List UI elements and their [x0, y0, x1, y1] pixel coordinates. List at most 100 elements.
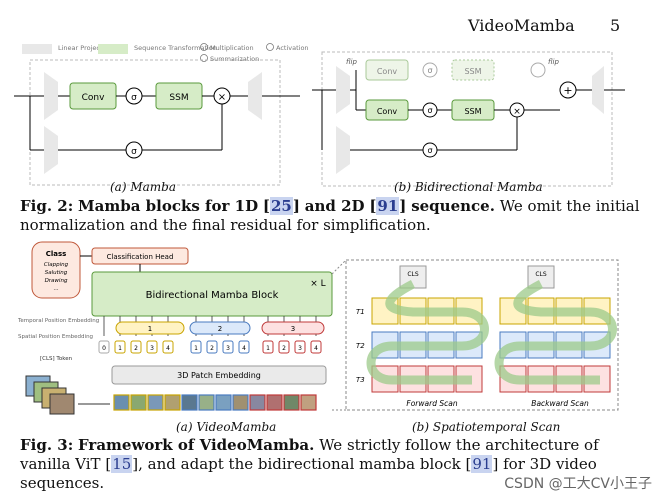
svg-text:Forward Scan: Forward Scan: [406, 399, 457, 408]
token-label: 1: [266, 345, 270, 352]
svg-text:T3: T3: [356, 376, 365, 384]
svg-text:× L: × L: [310, 279, 325, 289]
svg-text:Conv: Conv: [82, 93, 105, 103]
svg-text:×: ×: [513, 107, 521, 117]
svg-text:σ: σ: [427, 66, 432, 75]
token-label: 3: [226, 345, 230, 352]
svg-text:1: 1: [148, 325, 152, 333]
token: [190, 340, 202, 354]
legend-sum-text: Summarization: [210, 55, 259, 63]
legend-sum-icon: [200, 54, 208, 62]
token-label: 3: [298, 345, 302, 352]
svg-text:SSM: SSM: [169, 93, 188, 103]
token-label: 0: [102, 345, 106, 352]
legend-linear-text: Linear Projection: [58, 44, 112, 52]
legend-mult-text: Multiplication: [210, 44, 254, 52]
ref-link[interactable]: 91: [376, 197, 400, 215]
svg-text:Conv: Conv: [377, 107, 398, 116]
svg-text:σ: σ: [427, 106, 432, 115]
video-patch: [215, 394, 232, 411]
svg-text:2: 2: [218, 325, 222, 333]
token: [98, 340, 110, 354]
running-title: VideoMamba: [468, 16, 575, 35]
figure-2: Linear Projection Sequence Transformatio…: [0, 38, 660, 198]
page-number: 5: [610, 16, 621, 35]
token: [262, 340, 274, 354]
token-label: 2: [210, 345, 214, 352]
svg-text:T1: T1: [356, 308, 365, 316]
mamba-in-proj: [44, 72, 58, 120]
svg-text:×: ×: [218, 92, 226, 103]
svg-text:+: +: [563, 84, 572, 97]
video-patch: [249, 394, 266, 411]
svg-text:flip: flip: [548, 58, 559, 66]
svg-text:σ: σ: [131, 147, 137, 157]
legend-linear-swatch: [22, 44, 52, 54]
token-label: 3: [150, 345, 154, 352]
token: [146, 340, 158, 354]
svg-text:σ: σ: [427, 146, 432, 155]
token: [294, 340, 306, 354]
video-patch: [181, 394, 198, 411]
svg-text:Temporal Position Embedding: Temporal Position Embedding: [17, 318, 99, 324]
token-label: 4: [166, 345, 170, 352]
token: [238, 340, 250, 354]
ref-link[interactable]: 91: [471, 455, 493, 473]
svg-text:Drawing: Drawing: [45, 278, 68, 284]
svg-text:3D Patch Embedding: 3D Patch Embedding: [177, 371, 261, 380]
svg-text:Conv: Conv: [377, 67, 398, 76]
token: [206, 340, 218, 354]
token: [162, 340, 174, 354]
svg-text:...: ...: [53, 286, 58, 292]
token-label: 1: [194, 345, 198, 352]
video-patch: [113, 394, 130, 411]
svg-text:Saluting: Saluting: [45, 270, 68, 276]
legend-seq-text: Sequence Transformation: [134, 44, 217, 52]
scan-cls-label: CLS: [535, 271, 547, 278]
fig2-sub-b: (b) Bidirectional Mamba: [394, 180, 543, 194]
svg-text:Spatial Position Embedding: Spatial Position Embedding: [18, 334, 93, 340]
svg-text:σ: σ: [131, 93, 137, 103]
video-patch: [130, 394, 147, 411]
video-patch: [198, 394, 215, 411]
svg-text:Class: Class: [46, 250, 67, 258]
token-label: 4: [242, 345, 246, 352]
watermark: CSDN @工大CV小王子: [504, 476, 652, 492]
ref-link[interactable]: 15: [111, 455, 133, 473]
patch-embedding: [111, 365, 327, 385]
fig2-sub-a: (a) Mamba: [110, 180, 176, 194]
video-patch: [300, 394, 317, 411]
svg-text:flip: flip: [346, 58, 357, 66]
class-output: [31, 241, 81, 299]
mamba-frame: [29, 59, 281, 186]
fig3-caption: Fig. 3: Framework of VideoMamba. We stri…: [20, 436, 599, 492]
video-patch: [164, 394, 181, 411]
scan-path: [366, 280, 489, 385]
fig2-caption: Fig. 2: Mamba blocks for 1D [25] and 2D …: [20, 197, 640, 234]
svg-text:Classification Head: Classification Head: [107, 253, 174, 261]
scan-frame: [345, 259, 619, 411]
svg-text:Backward Scan: Backward Scan: [531, 399, 589, 408]
video-patch: [266, 394, 283, 411]
ref-link[interactable]: 25: [269, 197, 293, 215]
token-label: 2: [282, 345, 286, 352]
svg-text:[CLS] Token: [CLS] Token: [40, 356, 73, 362]
fig3-sub-b: (b) Spatiotemporal Scan: [412, 420, 561, 434]
token-label: 2: [134, 345, 138, 352]
mamba-out-proj: [248, 72, 262, 120]
video-patch: [232, 394, 249, 411]
token: [278, 340, 290, 354]
legend-act-icon: [266, 43, 274, 51]
svg-text:SSM: SSM: [464, 67, 481, 76]
legend-act-text: Activation: [276, 44, 309, 52]
scan-cls-label: CLS: [407, 271, 419, 278]
legend-mult-icon: [200, 43, 208, 51]
token-label: 4: [314, 345, 318, 352]
svg-text:Clapping: Clapping: [44, 262, 69, 268]
svg-text:T2: T2: [356, 342, 365, 350]
legend-seq-swatch: [98, 44, 128, 54]
svg-text:3: 3: [291, 325, 295, 333]
video-patch: [283, 394, 300, 411]
svg-text:SSM: SSM: [464, 107, 481, 116]
video-patch: [147, 394, 164, 411]
